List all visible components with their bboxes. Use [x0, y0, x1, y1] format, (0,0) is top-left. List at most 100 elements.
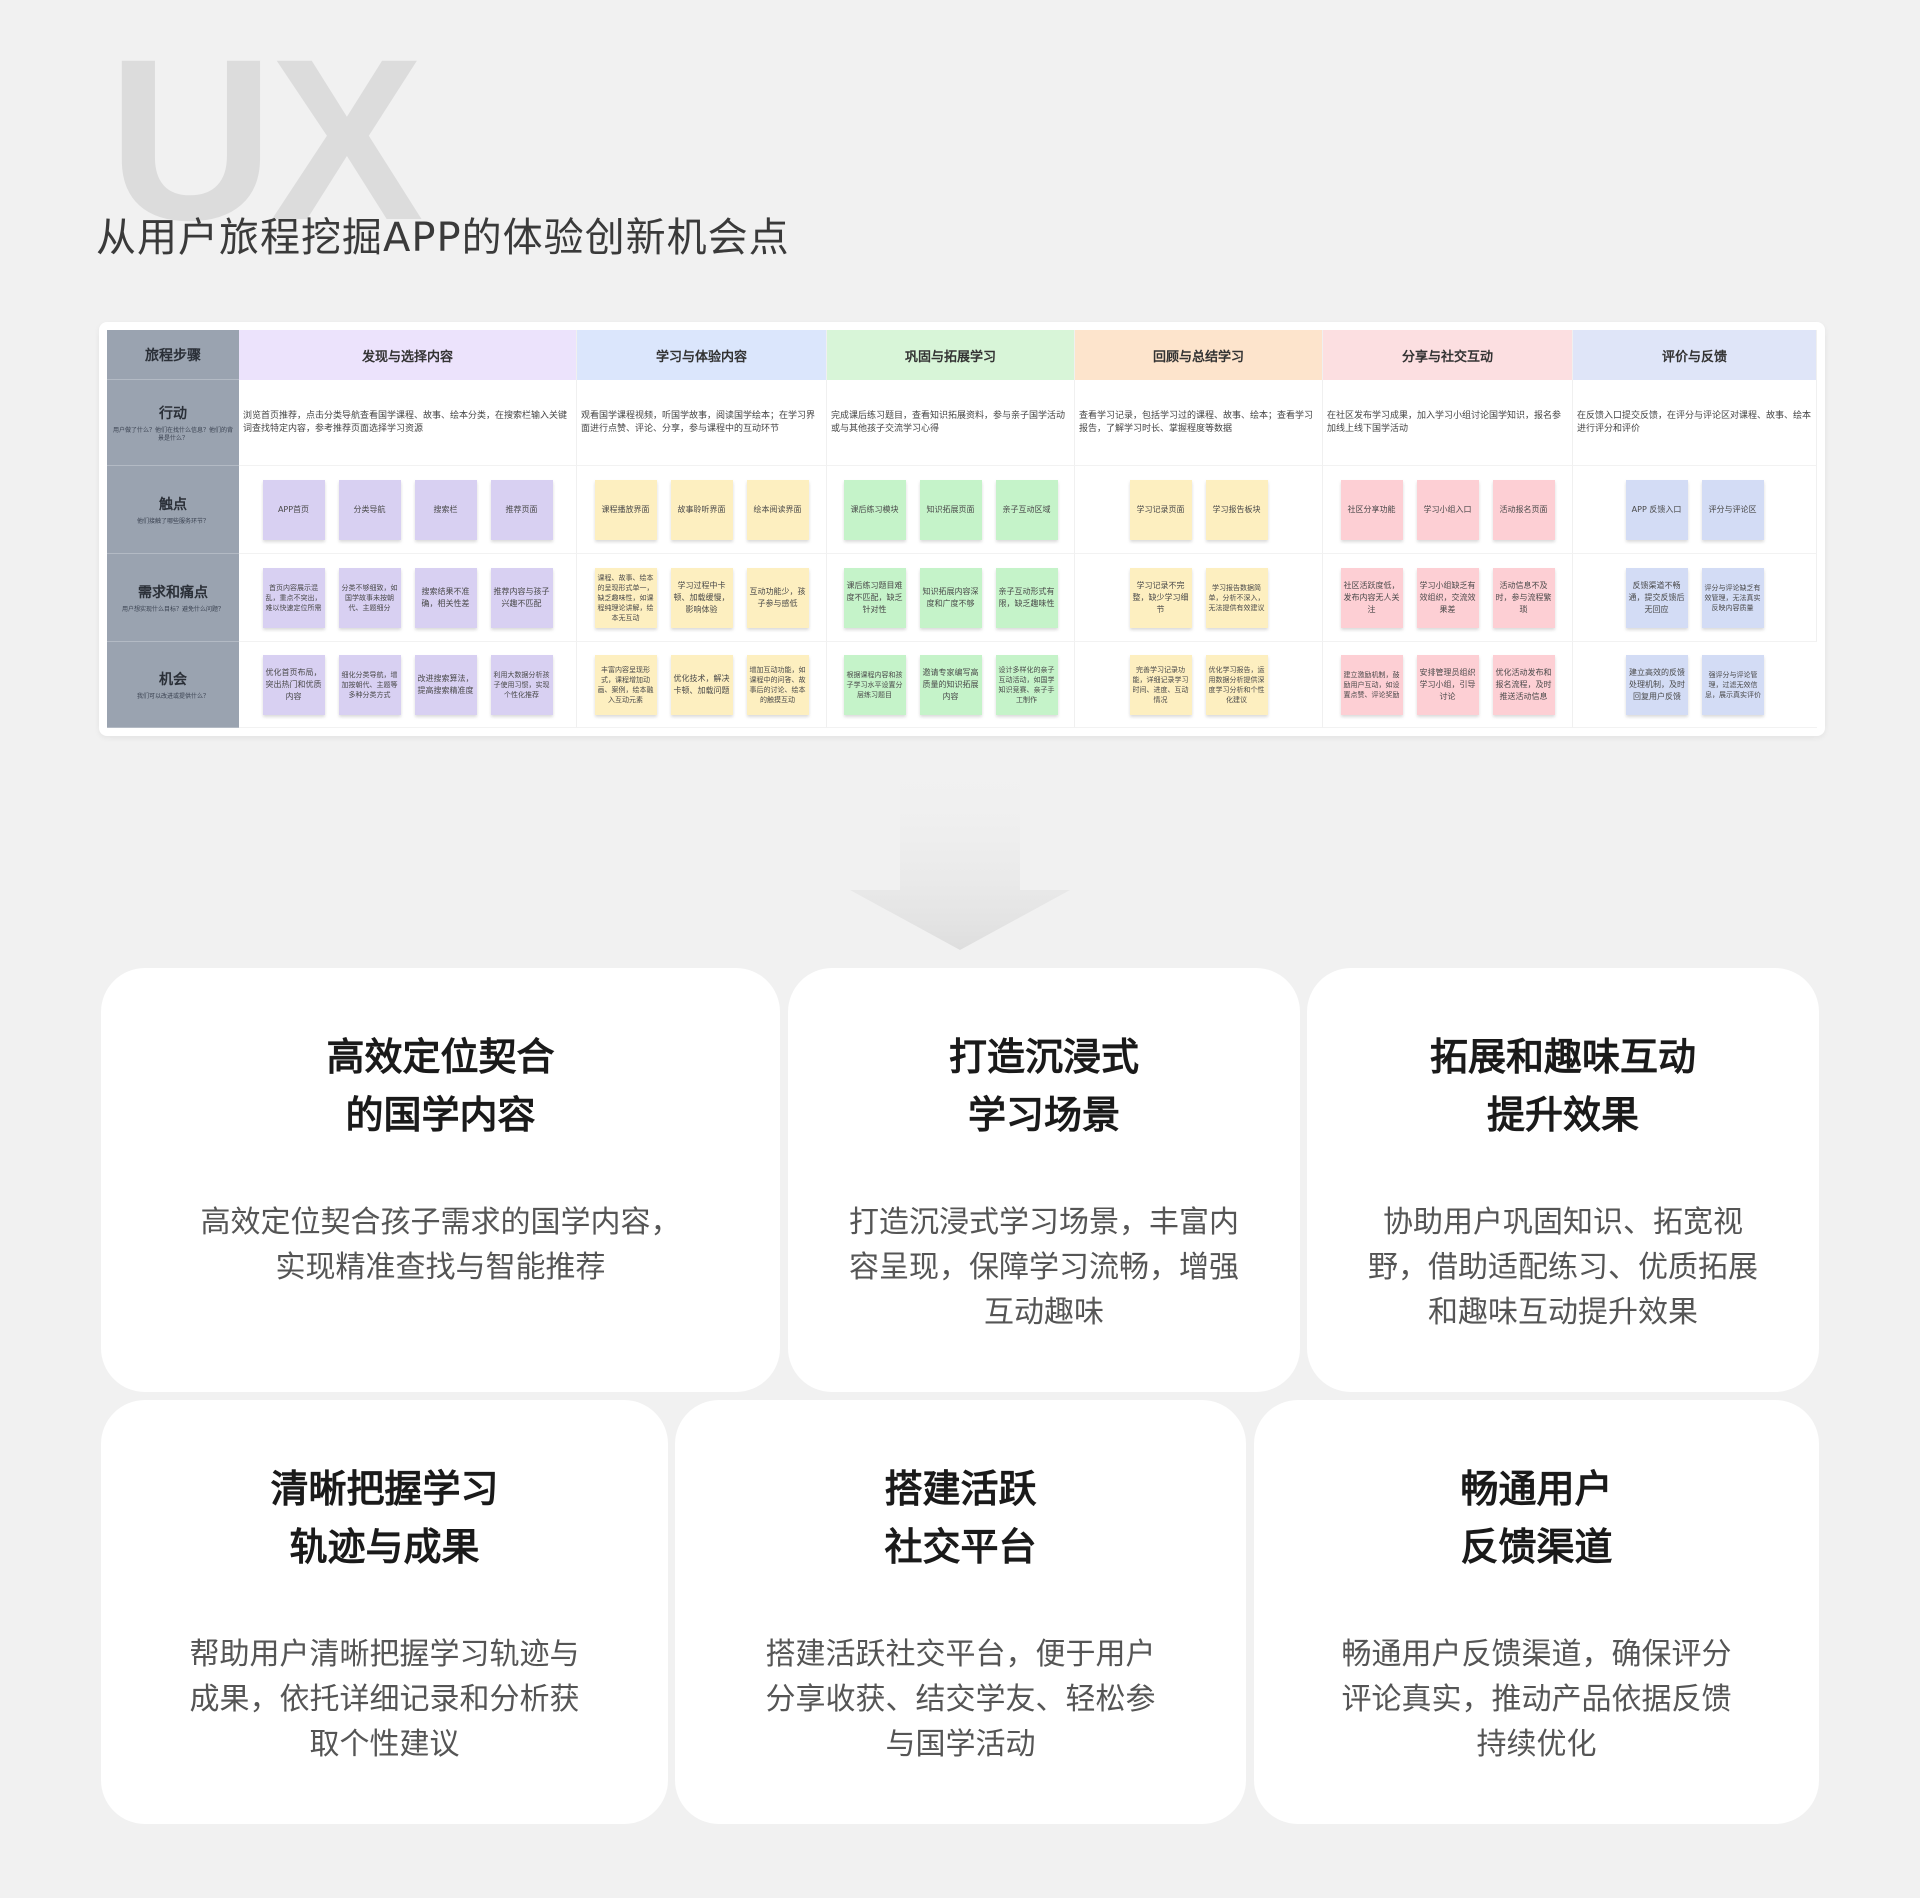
touchpoints-cell: APP 反馈入口评分与评论区: [1573, 466, 1817, 554]
touchpoints-cell: 课程播放界面故事聆听界面绘本阅读界面: [577, 466, 827, 554]
insight-card-desc: 高效定位契合孩子需求的国学内容， 实现精准查找与智能推荐: [200, 1205, 681, 1285]
sticky-note: 完善学习记录功能，详细记录学习时间、进度、互动情况: [1129, 654, 1192, 715]
pains-cell: 学习记录不完整，缺少学习细节学习报告数据简单，分析不深入，无法提供有效建议: [1075, 554, 1323, 642]
sticky-note: 优化学习报告，运用数据分析提供深度学习分析和个性化建议: [1205, 654, 1268, 715]
stage-5: 分享与社交互动: [1323, 330, 1573, 380]
sticky-note: 学习报告数据简单，分析不深入，无法提供有效建议: [1205, 567, 1268, 628]
action-text: 在社区发布学习成果，加入学习小组讨论国学知识，报名参加线上线下国学活动: [1323, 380, 1573, 466]
row-title: 触点: [159, 496, 187, 513]
sticky-note: 亲子互动形式有限，缺乏趣味性: [995, 567, 1058, 628]
sticky-note: 绘本阅读界面: [746, 479, 809, 540]
journey-map-card: 旅程步骤发现与选择内容学习与体验内容巩固与拓展学习回顾与总结学习分享与社交互动评…: [99, 322, 1825, 736]
pains-cell: 反馈渠道不畅通，提交反馈后无回应评分与评论缺乏有效管理，无法真实反映内容质量: [1573, 554, 1817, 642]
sticky-note: 推荐内容与孩子兴趣不匹配: [490, 567, 553, 628]
action-text: 在反馈入口提交反馈，在评分与评论区对课程、故事、绘本进行评分和评价: [1573, 380, 1817, 466]
stage-header: 旅程步骤: [107, 330, 239, 380]
sticky-note: 细化分类导航，增加按朝代、主题等多种分类方式: [338, 654, 401, 715]
insight-card-2: 打造沉浸式 学习场景 打造沉浸式学习场景，丰富内 容呈现，保障学习流畅，增强 互…: [788, 968, 1300, 1392]
insight-card-title: 打造沉浸式 学习场景: [948, 1035, 1139, 1137]
sticky-note: 亲子互动区域: [995, 479, 1058, 540]
down-arrow-icon: [850, 760, 1070, 950]
sticky-note: 分类不够细致，如国学故事未按朝代、主题细分: [338, 567, 401, 628]
sticky-note: 分类导航: [338, 479, 401, 540]
touchpoints-cell: 社区分享功能学习小组入口活动报名页面: [1323, 466, 1573, 554]
insight-card-desc: 打造沉浸式学习场景，丰富内 容呈现，保障学习流畅，增强 互动趣味: [849, 1205, 1239, 1330]
sticky-note: 故事聆听界面: [670, 479, 733, 540]
action-text: 完成课后练习题目，查看知识拓展资料，参与亲子国学活动或与其他孩子交流学习心得: [827, 380, 1075, 466]
touchpoints-cell: 课后练习模块知识拓展页面亲子互动区域: [827, 466, 1075, 554]
sticky-note: APP 反馈入口: [1625, 479, 1688, 540]
insight-card-1: 高效定位契合 的国学内容 高效定位契合孩子需求的国学内容， 实现精准查找与智能推…: [101, 968, 780, 1392]
sticky-note: 知识拓展页面: [919, 479, 982, 540]
sticky-note: APP首页: [262, 479, 325, 540]
sticky-note: 根据课程内容和孩子学习水平设置分层练习题目: [843, 654, 906, 715]
sticky-note: 推荐页面: [490, 479, 553, 540]
insight-card-5: 搭建活跃 社交平台 搭建活跃社交平台，便于用户 分享收获、结交学友、轻松参 与国…: [675, 1400, 1246, 1824]
sticky-note: 评分与评论缺乏有效管理，无法真实反映内容质量: [1701, 567, 1764, 628]
action-text: 查看学习记录，包括学习过的课程、故事、绘本；查看学习报告，了解学习时长、掌握程度…: [1075, 380, 1323, 466]
sticky-note: 学习小组入口: [1416, 479, 1479, 540]
sticky-note: 安排管理员组织学习小组，引导讨论: [1416, 654, 1479, 715]
insight-card-title: 高效定位契合 的国学内容: [326, 1035, 555, 1137]
row-subtitle: 用户做了什么？他们在找什么信息？他们的背景是什么？: [112, 426, 233, 442]
row-subtitle: 我们可以改进或提供什么？: [136, 692, 209, 700]
stage-2: 学习与体验内容: [577, 330, 827, 380]
sticky-note: 首页内容展示混乱，重点不突出，难以快速定位所需: [262, 567, 325, 628]
insight-card-6: 畅通用户 反馈渠道 畅通用户反馈渠道，确保评分 评论真实，推动产品依据反馈 持续…: [1254, 1400, 1819, 1824]
sticky-note: 搜索结果不准确，相关性差: [414, 567, 477, 628]
row-title: 需求和痛点: [138, 584, 208, 601]
insight-card-4: 清晰把握学习 轨迹与成果 帮助用户清晰把握学习轨迹与 成果，依托详细记录和分析获…: [101, 1400, 668, 1824]
insight-card-title: 清晰把握学习 轨迹与成果: [270, 1467, 499, 1569]
sticky-note: 互动功能少，孩子参与感低: [746, 567, 809, 628]
sticky-note: 评分与评论区: [1701, 479, 1764, 540]
opps-cell: 建立高效的反馈处理机制，及时回复用户反馈强评分与评论管理，过滤无效信息，展示真实…: [1573, 642, 1817, 728]
sticky-note: 学习记录不完整，缺少学习细节: [1129, 567, 1192, 628]
stage-3: 巩固与拓展学习: [827, 330, 1075, 380]
opps-cell: 根据课程内容和孩子学习水平设置分层练习题目邀请专家编写高质量的知识拓展内容设计多…: [827, 642, 1075, 728]
sticky-note: 邀请专家编写高质量的知识拓展内容: [919, 654, 982, 715]
row-subtitle: 他们接触了哪些服务环节？: [136, 517, 209, 525]
sticky-note: 学习报告板块: [1205, 479, 1268, 540]
sticky-note: 课程、故事、绘本的呈现形式单一，缺乏趣味性，如课程纯理论讲解，绘本无互动: [594, 567, 657, 628]
insight-card-desc: 畅通用户反馈渠道，确保评分 评论真实，推动产品依据反馈 持续优化: [1341, 1637, 1732, 1762]
touchpoints-cell: 学习记录页面学习报告板块: [1075, 466, 1323, 554]
sticky-note: 活动报名页面: [1492, 479, 1555, 540]
row-header-1: 行动用户做了什么？他们在找什么信息？他们的背景是什么？: [107, 380, 239, 466]
journey-map: 旅程步骤发现与选择内容学习与体验内容巩固与拓展学习回顾与总结学习分享与社交互动评…: [107, 330, 1817, 728]
sticky-note: 学习记录页面: [1129, 479, 1192, 540]
insight-card-3: 拓展和趣味互动 提升效果 协助用户巩固知识、拓宽视 野，借助适配练习、优质拓展 …: [1307, 968, 1819, 1392]
sticky-note: 增加互动功能，如课程中的问答、故事后的讨论、绘本的触摸互动: [746, 654, 809, 715]
sticky-note: 建立激励机制，鼓励用户互动，如设置点赞、评论奖励: [1340, 654, 1403, 715]
opps-cell: 完善学习记录功能，详细记录学习时间、进度、互动情况优化学习报告，运用数据分析提供…: [1075, 642, 1323, 728]
sticky-note: 利用大数据分析孩子使用习惯，实现个性化推荐: [490, 654, 553, 715]
sticky-note: 反馈渠道不畅通，提交反馈后无回应: [1625, 567, 1688, 628]
sticky-note: 丰富内容呈现形式，课程增加动画、案例，绘本融入互动元素: [594, 654, 657, 715]
insight-card-title: 拓展和趣味互动 提升效果: [1429, 1035, 1696, 1137]
row-header-3: 需求和痛点用户想实现什么目标？避免什么问题？: [107, 554, 239, 642]
touchpoints-cell: APP首页分类导航搜索栏推荐页面: [239, 466, 577, 554]
insight-card-desc: 搭建活跃社交平台，便于用户 分享收获、结交学友、轻松参 与国学活动: [765, 1637, 1156, 1762]
stage-header-label: 旅程步骤: [145, 347, 201, 364]
sticky-note: 优化首页布局，突出热门和优质内容: [262, 654, 325, 715]
pains-cell: 社区活跃度低，发布内容无人关注学习小组缺乏有效组织，交流效果差活动信息不及时，参…: [1323, 554, 1573, 642]
sticky-note: 课程播放界面: [594, 479, 657, 540]
opps-cell: 建立激励机制，鼓励用户互动，如设置点赞、评论奖励安排管理员组织学习小组，引导讨论…: [1323, 642, 1573, 728]
sticky-note: 建立高效的反馈处理机制，及时回复用户反馈: [1626, 654, 1688, 715]
stage-4: 回顾与总结学习: [1075, 330, 1323, 380]
sticky-note: 社区活跃度低，发布内容无人关注: [1340, 567, 1403, 628]
ux-watermark: UX: [108, 11, 424, 268]
sticky-note: 课后练习模块: [843, 479, 906, 540]
action-text: 观看国学课程视频，听国学故事，阅读国学绘本；在学习界面进行点赞、评论、分享，参与…: [577, 380, 827, 466]
insight-card-desc: 协助用户巩固知识、拓宽视 野，借助适配练习、优质拓展 和趣味互动提升效果: [1368, 1205, 1758, 1330]
sticky-note: 改进搜索算法，提高搜索精准度: [414, 654, 477, 715]
stage-6: 评价与反馈: [1573, 330, 1817, 380]
opps-cell: 优化首页布局，突出热门和优质内容细化分类导航，增加按朝代、主题等多种分类方式改进…: [239, 642, 577, 728]
insight-card-desc: 帮助用户清晰把握学习轨迹与 成果，依托详细记录和分析获 取个性建议: [189, 1637, 580, 1762]
sticky-note: 活动信息不及时，参与流程繁琐: [1492, 567, 1555, 628]
pains-cell: 课后练习题目难度不匹配，缺乏针对性知识拓展内容深度和广度不够亲子互动形式有限，缺…: [827, 554, 1075, 642]
row-subtitle: 用户想实现什么目标？避免什么问题？: [121, 605, 224, 613]
opps-cell: 丰富内容呈现形式，课程增加动画、案例，绘本融入互动元素优化技术，解决卡顿、加载问…: [577, 642, 827, 728]
sticky-note: 优化活动发布和报名流程，及时推送活动信息: [1492, 654, 1555, 715]
row-header-2: 触点他们接触了哪些服务环节？: [107, 466, 239, 554]
sticky-note: 知识拓展内容深度和广度不够: [919, 567, 982, 628]
